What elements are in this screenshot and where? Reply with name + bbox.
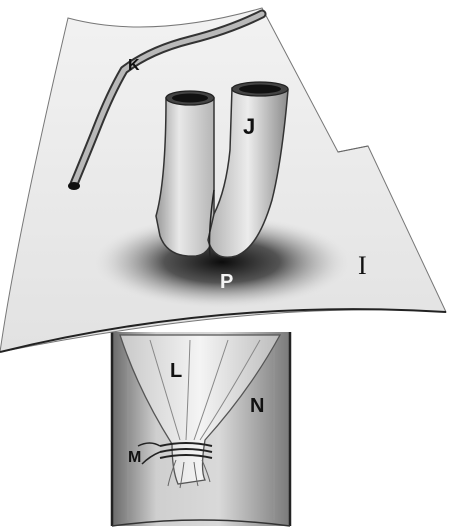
label-j: J bbox=[243, 114, 255, 139]
label-l: L bbox=[170, 360, 182, 382]
label-m: M bbox=[128, 449, 141, 466]
label-n: N bbox=[250, 395, 264, 417]
label-p: P bbox=[220, 271, 233, 293]
label-i: I bbox=[358, 251, 367, 280]
label-k: K bbox=[128, 57, 140, 74]
